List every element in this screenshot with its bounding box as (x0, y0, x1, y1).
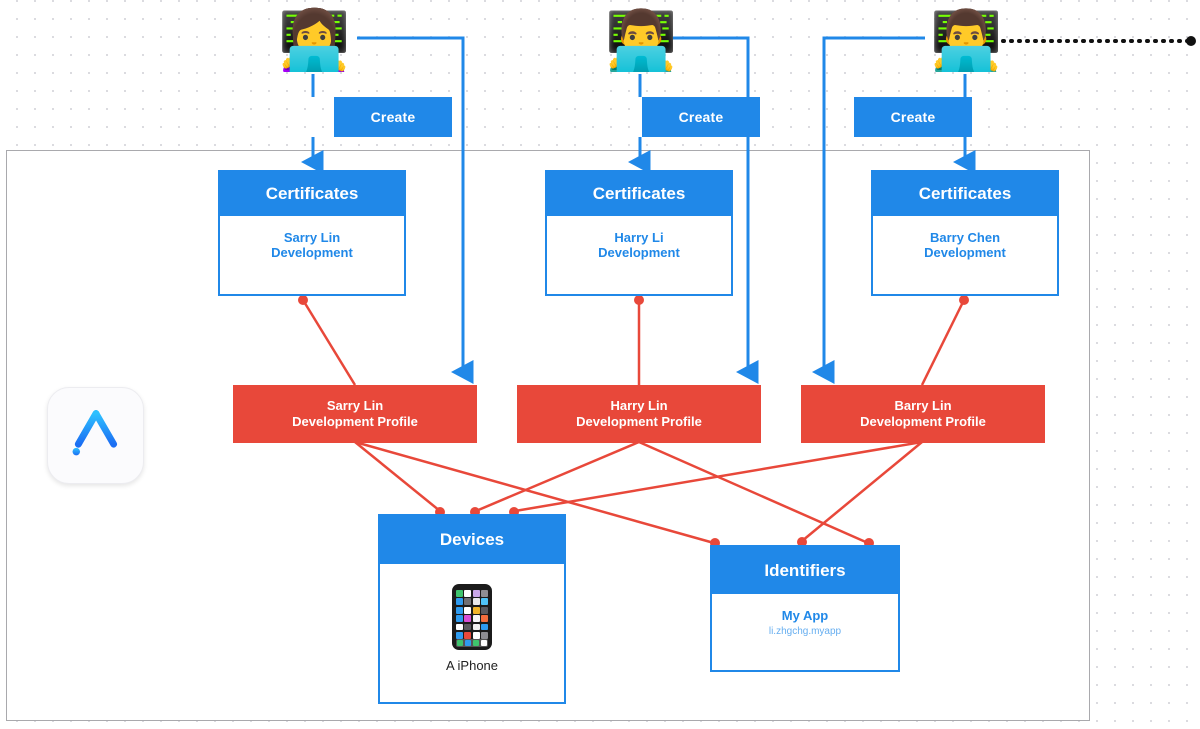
certificates-card-3[interactable]: Certificates Barry Chen Development (871, 170, 1059, 296)
create-button-3[interactable]: Create (854, 97, 972, 137)
certificates-card-1[interactable]: Certificates Sarry Lin Development (218, 170, 406, 296)
certificates-card-body: Harry Li Development (547, 216, 731, 294)
man-technologist-icon: 👨‍💻 (930, 8, 1003, 73)
devices-card-title: Devices (380, 516, 564, 564)
certificate-name: Sarry Lin Development (271, 230, 353, 260)
identifier-bundle-id: li.zhgchg.myapp (768, 626, 842, 637)
developer-person-2: 👨‍💻 (605, 6, 678, 76)
iphone-dock (456, 638, 488, 648)
developer-person-1: 👩‍💻 (278, 6, 351, 76)
edge-dotted-endpoint (1186, 36, 1196, 46)
identifier-app-name: My App (781, 608, 829, 623)
certificates-card-title: Certificates (873, 172, 1057, 216)
certificates-card-title: Certificates (220, 172, 404, 216)
certificates-card-2[interactable]: Certificates Harry Li Development (545, 170, 733, 296)
app-store-glyph (72, 409, 118, 455)
devices-card-body: A iPhone (380, 564, 564, 702)
identifiers-card-title: Identifiers (712, 547, 898, 594)
iphone-app-grid (456, 590, 488, 639)
certificates-card-title: Certificates (547, 172, 731, 216)
create-button-2[interactable]: Create (642, 97, 760, 137)
certificate-name: Barry Chen Development (924, 230, 1006, 260)
identifiers-card[interactable]: Identifiers My App li.zhgchg.myapp (710, 545, 900, 672)
identifiers-card-body: My App li.zhgchg.myapp (712, 594, 898, 670)
iphone-icon (452, 584, 492, 650)
woman-technologist-icon: 👩‍💻 (278, 8, 351, 73)
devices-card[interactable]: Devices A iPhone (378, 514, 566, 704)
certificate-name: Harry Li Development (598, 230, 680, 260)
device-name: A iPhone (445, 658, 499, 673)
certificates-card-body: Sarry Lin Development (220, 216, 404, 294)
certificates-card-body: Barry Chen Development (873, 216, 1057, 294)
man-technologist-icon: 👨‍💻 (605, 8, 678, 73)
provisioning-profile-3[interactable]: Barry Lin Development Profile (801, 385, 1045, 443)
app-store-icon (47, 387, 144, 484)
provisioning-profile-1[interactable]: Sarry Lin Development Profile (233, 385, 477, 443)
developer-person-3: 👨‍💻 (930, 6, 1003, 76)
create-button-1[interactable]: Create (334, 97, 452, 137)
provisioning-profile-2[interactable]: Harry Lin Development Profile (517, 385, 761, 443)
